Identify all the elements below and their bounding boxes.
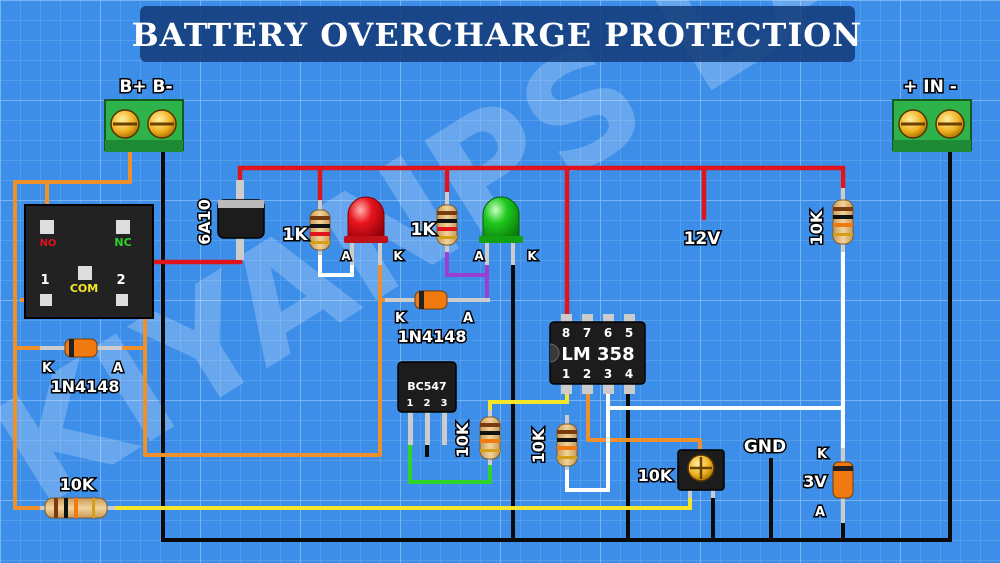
ic-lm358 [549,314,646,394]
transistor-bc547 [397,361,457,445]
gnd-label: GND [744,437,786,457]
resistor-1k-red [309,200,331,255]
resistor-1k-red-label: 1K [282,225,308,245]
relay [24,204,154,319]
resistor-1k-green [436,192,458,252]
input-terminal [892,99,972,152]
diode-6a10-label: 6A10 [195,199,214,245]
diode-left-cathode-label: K [42,361,53,376]
ic-name: LM 358 [561,344,634,365]
green-led-cathode-label: K [527,249,537,263]
relay-pin2-label: 2 [116,273,125,288]
transistor-pin-2: 2 [424,398,431,409]
diode-1n4148-mid [385,290,490,310]
red-led-cathode-label: K [393,249,403,263]
supply-voltage-label: 12V [684,229,722,249]
ic-pin-4: 4 [625,367,633,381]
diode-mid-anode-label: A [463,311,473,326]
resistor-10k-mid-label: 10K [453,422,472,457]
resistor-10k-top-label: 10K [807,210,826,245]
title-bar [140,6,855,62]
diode-left-anode-label: A [113,361,123,376]
resistor-1k-green-label: 1K [410,220,436,240]
transistor-name: BC547 [407,380,446,393]
resistor-10k-mid [479,410,501,465]
ic-pin-1: 1 [562,367,570,381]
diode-6a10 [217,180,265,260]
ic-pin-3: 3 [604,367,612,381]
relay-nc-label: NC [114,236,131,249]
resistor-10k-bottom [40,497,115,519]
preset-10k [677,449,725,498]
relay-pin1-label: 1 [40,273,49,288]
page-title: BATTERY OVERCHARGE PROTECTION [132,16,863,54]
ic-pin-8: 8 [562,326,570,340]
zener-cathode-label: K [817,447,828,462]
diode-mid-part-label: 1N4148 [397,327,466,346]
wires-white [318,248,845,492]
battery-terminal [104,99,184,152]
ic-pin-5: 5 [625,326,633,340]
green-led [479,196,523,265]
diode-mid-cathode-label: K [395,311,406,326]
red-led-anode-label: A [341,249,351,263]
preset-label: 10K [638,466,673,485]
red-led [344,196,388,265]
relay-no-label: NO [40,238,57,249]
zener-voltage-label: 3V [803,472,827,491]
zener-diode [832,448,854,523]
relay-com-label: COM [70,282,98,295]
wires-green [408,440,492,484]
ic-pin-7: 7 [583,326,591,340]
transistor-pin-3: 3 [441,398,448,409]
resistor-10k-bottom-label: 10K [60,475,95,494]
input-terminal-label: + IN - [903,77,957,97]
battery-terminal-label: B+ B- [119,77,172,97]
transistor-pin-1: 1 [407,398,414,409]
ic-pin-6: 6 [604,326,612,340]
resistor-10k-low-label: 10K [529,428,548,463]
zener-anode-label: A [815,505,825,520]
green-led-anode-label: A [474,249,484,263]
resistor-10k-low [556,415,578,470]
diode-1n4148-left [40,338,122,358]
resistor-10k-top [832,188,854,252]
ic-pin-2: 2 [583,367,591,381]
diode-left-part-label: 1N4148 [50,377,119,396]
